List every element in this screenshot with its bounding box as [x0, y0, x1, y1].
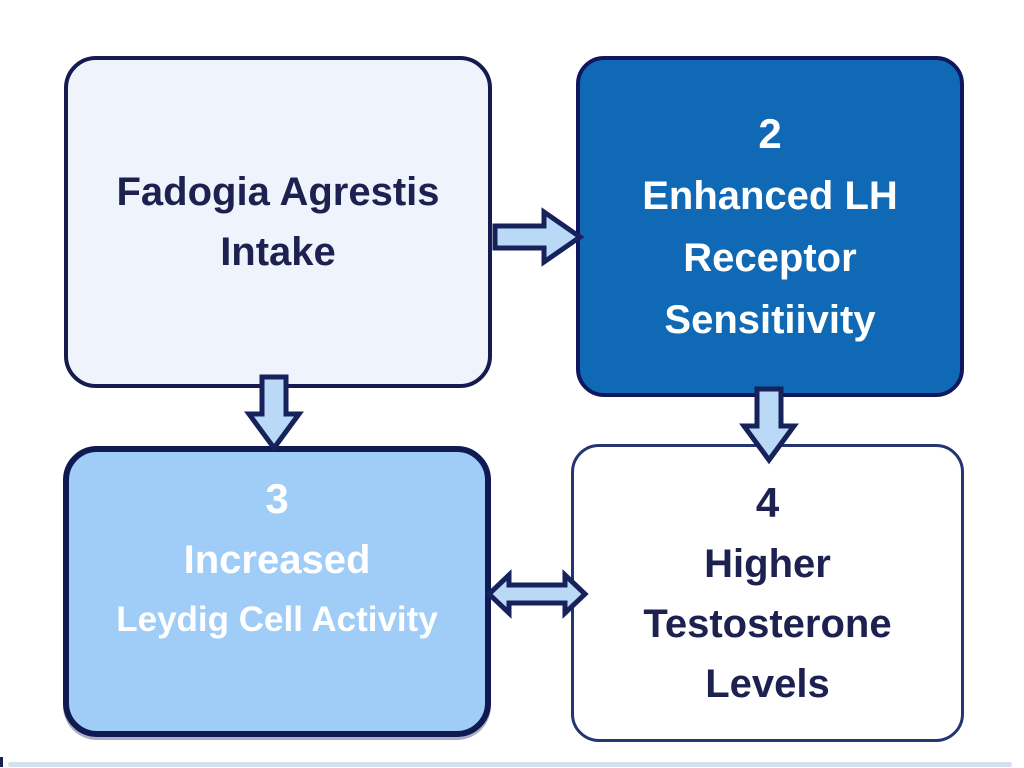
arrow-shape [739, 386, 799, 465]
box-text-line: Enhanced LH [642, 173, 898, 218]
down-arrow-icon [739, 386, 799, 465]
box-text-line: Increased [183, 538, 371, 582]
down-arrow-icon [244, 374, 304, 453]
box-text-line: Fadogia Agrestis [116, 170, 440, 214]
step-number: 4 [755, 479, 780, 526]
double-arrow-icon [485, 569, 589, 619]
box-text-line: Testosterone [643, 602, 892, 646]
step-number: 2 [758, 109, 782, 157]
left-edge-mark [0, 757, 3, 767]
box-text-line: Higher [704, 542, 831, 586]
box-fadogia-agrestis-intake: Fadogia Agrestis Intake [64, 56, 492, 388]
box-text-line: Intake [220, 230, 336, 274]
box-text-line: Receptor [683, 235, 857, 280]
box-text-line: Sensitiivity [664, 297, 876, 342]
arrow-shape [492, 207, 585, 267]
step-number: 3 [265, 475, 289, 522]
arrow-shape [244, 374, 304, 453]
box-enhanced-lh-receptor-sensitivity: 2 Enhanced LH Receptor Sensitiivity [576, 56, 964, 397]
box-increased-leydig-cell-activity: 3 Increased Leydig Cell Activity [63, 446, 491, 737]
box-text-line: Levels [705, 662, 830, 706]
bottom-strip-decoration [8, 762, 1012, 767]
right-arrow-icon [492, 207, 585, 267]
arrow-shape [485, 569, 589, 619]
box-higher-testosterone-levels: 4 Higher Testosterone Levels [571, 444, 964, 742]
box-text-line: Leydig Cell Activity [116, 600, 438, 639]
